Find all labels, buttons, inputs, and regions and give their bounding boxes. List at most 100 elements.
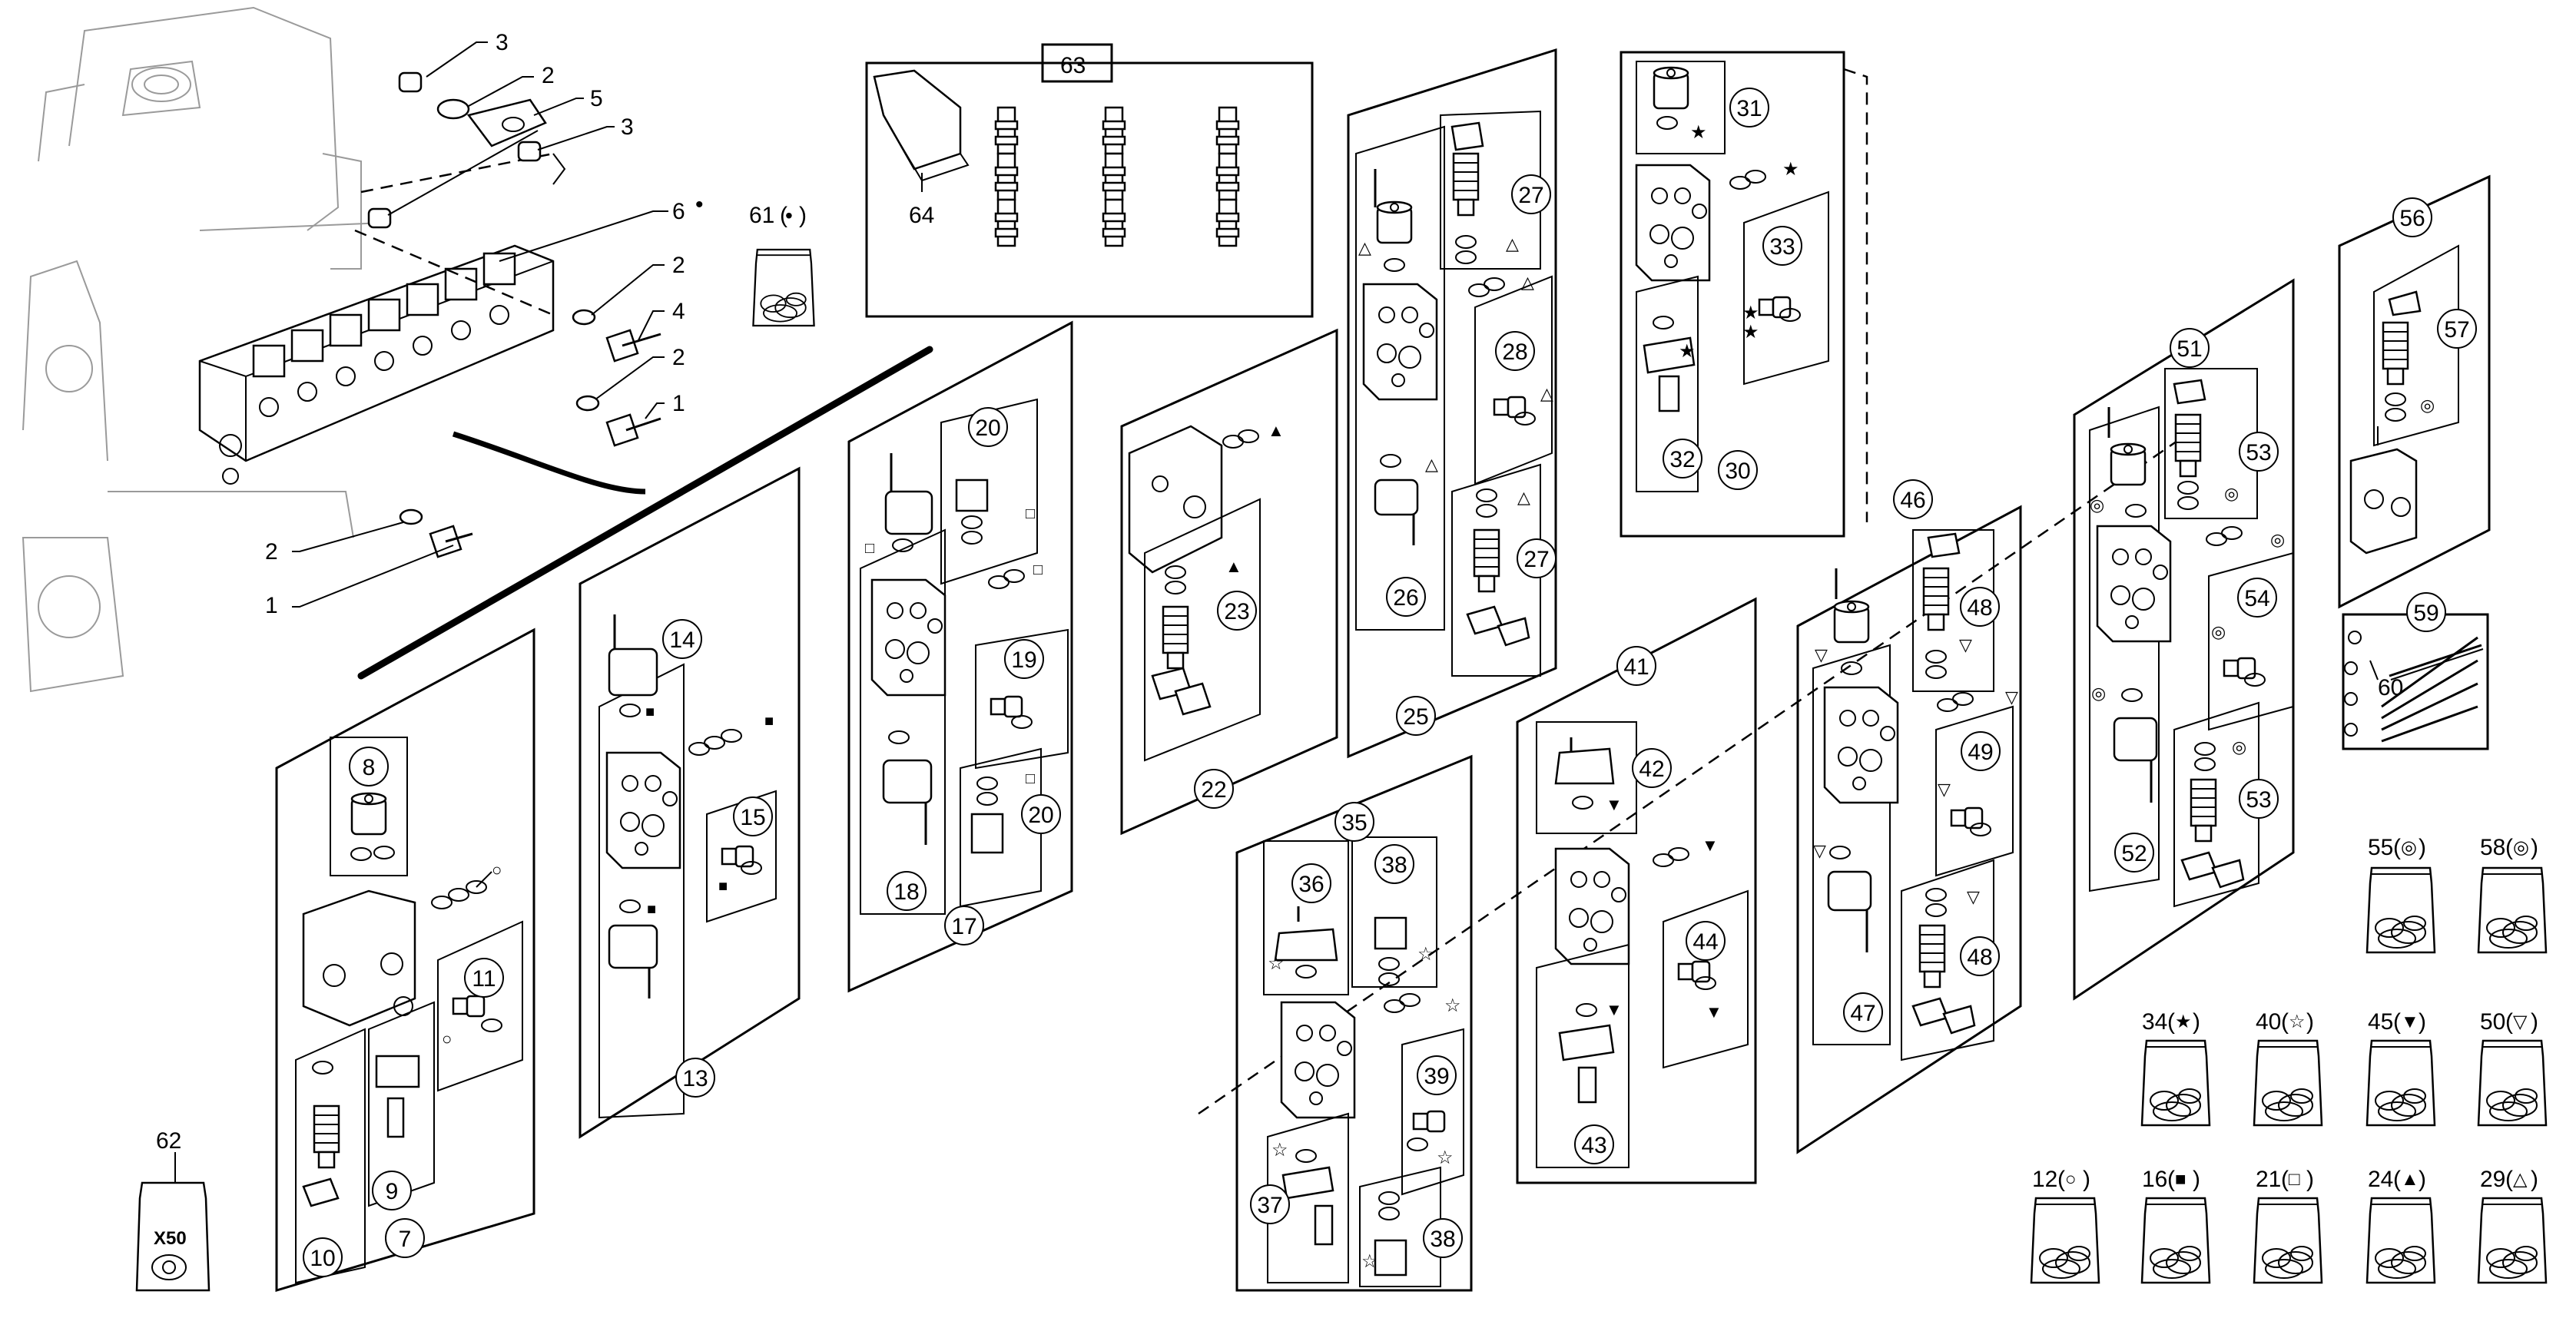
sym-ostar-d: ☆ <box>1437 1147 1454 1168</box>
callout-18: 18 <box>887 871 927 911</box>
svg-text:53: 53 <box>2246 440 2271 465</box>
kit-62-text: X50 <box>154 1228 187 1249</box>
kit-21-paren-close: ) <box>2306 1167 2314 1192</box>
bag-61-label: 61 <box>749 203 774 228</box>
svg-text:15: 15 <box>740 805 765 830</box>
callout-48b: 48 <box>1960 936 2000 976</box>
sym-spiral-c: ◎ <box>2270 530 2285 549</box>
svg-text:★: ★ <box>2175 1012 2192 1032</box>
sym-fdtri-d: ▼ <box>1606 1000 1623 1019</box>
svg-text:19: 19 <box>1011 647 1036 673</box>
svg-text:28: 28 <box>1502 339 1527 365</box>
callout-43: 43 <box>1574 1124 1614 1164</box>
svg-text:26: 26 <box>1393 585 1418 611</box>
callout-13: 13 <box>675 1058 715 1098</box>
callout-53a: 53 <box>2239 432 2279 472</box>
callout-17: 17 <box>944 906 984 945</box>
kit-bag-12: 12 ( ○ ) <box>2030 1167 2100 1284</box>
sym-otriangle-b: △ <box>1506 234 1519 253</box>
svg-text:49: 49 <box>1968 740 1993 765</box>
svg-text:33: 33 <box>1769 234 1795 260</box>
svg-text:46: 46 <box>1900 488 1925 513</box>
svg-text:16: 16 <box>2142 1167 2167 1192</box>
panel-section-46: ▽ ▽ ▽ ▽ ▽ ▽ 46 48 49 <box>1796 479 2022 1154</box>
callout-27b: 27 <box>1517 538 1557 578</box>
svg-text:□: □ <box>2289 1169 2300 1190</box>
panel-section-30: ★ ★ ★ ★ ★ 31 33 32 30 <box>1620 51 1868 538</box>
sym-odtri-a: ▽ <box>1815 645 1828 664</box>
sym-spiral-d: ◎ <box>2211 622 2226 641</box>
callout-14: 14 <box>662 619 702 659</box>
svg-text:☆: ☆ <box>2289 1012 2306 1032</box>
svg-text:39: 39 <box>1424 1064 1449 1089</box>
kit-50-paren-close: ) <box>2531 1009 2538 1035</box>
svg-text:29: 29 <box>2480 1167 2505 1192</box>
svg-text:18: 18 <box>893 879 919 905</box>
label-nut-mid: 3 <box>621 114 634 140</box>
svg-text:8: 8 <box>363 755 376 780</box>
sym-ostar-a: ☆ <box>1268 953 1285 974</box>
svg-text:20: 20 <box>1028 803 1053 828</box>
svg-text:10: 10 <box>310 1246 335 1271</box>
callout-27a: 27 <box>1511 174 1551 214</box>
svg-text:31: 31 <box>1736 96 1762 121</box>
seal-kit-bags: 55 ( ◎ ) 58 ( ◎ ) 34 ( ★ ) 40 ( ☆ ) <box>2030 835 2548 1284</box>
sym-otriangle-c: △ <box>1521 273 1534 292</box>
svg-text:13: 13 <box>682 1066 708 1091</box>
sym-spiral-e: ◎ <box>2091 684 2106 703</box>
callout-11: 11 <box>464 958 504 998</box>
callout-49: 49 <box>1961 731 2001 771</box>
sym-fdtri-c: ▼ <box>1706 1002 1722 1022</box>
label-washer-b: 2 <box>672 345 685 370</box>
bag-61-paren-open: ( <box>780 203 787 228</box>
sym-fstar-e: ★ <box>1679 341 1696 362</box>
callout-15: 15 <box>733 796 773 836</box>
sym-osquare-b: □ <box>1026 505 1035 522</box>
panel-section-17: □ □ □ □ 20 19 20 18 <box>847 320 1073 993</box>
svg-text:12: 12 <box>2032 1167 2057 1192</box>
svg-text:32: 32 <box>1669 447 1695 472</box>
sym-fstar-b: ★ <box>1782 159 1799 180</box>
sym-odtri-d: ▽ <box>1938 780 1951 799</box>
manual-label: 64 <box>909 203 934 228</box>
callout-42: 42 <box>1632 748 1672 788</box>
svg-text:14: 14 <box>669 628 695 653</box>
panel-section-41: ▼ ▼ ▼ ▼ 41 42 44 43 <box>1516 597 1757 1184</box>
callout-46: 46 <box>1893 479 1933 519</box>
callout-36: 36 <box>1291 863 1331 903</box>
svg-text:55: 55 <box>2368 835 2393 860</box>
sym-circle-b: ○ <box>442 1029 452 1048</box>
panel-section-22: ▲ ▲ 23 22 <box>1120 328 1338 836</box>
sym-fsquare-d: ■ <box>647 901 656 918</box>
svg-text:20: 20 <box>975 416 1000 441</box>
svg-text:41: 41 <box>1623 654 1649 680</box>
svg-text:42: 42 <box>1639 757 1664 782</box>
svg-text:27: 27 <box>1523 547 1549 572</box>
svg-text:36: 36 <box>1298 872 1324 897</box>
kit-55-paren: ( <box>2393 835 2401 860</box>
label-bolt-a: 4 <box>672 299 685 324</box>
svg-text:△: △ <box>2513 1169 2528 1190</box>
svg-text:48: 48 <box>1967 595 1992 621</box>
kit-34-paren: ( <box>2167 1009 2175 1035</box>
kit-40-paren-close: ) <box>2306 1009 2314 1035</box>
sym-osquare-d: □ <box>1026 770 1035 787</box>
callout-9: 9 <box>372 1171 412 1210</box>
sym-odtri-b: ▽ <box>1959 635 1972 654</box>
sym-otriangle-e: △ <box>1425 455 1438 474</box>
svg-text:◎: ◎ <box>2401 837 2417 858</box>
callout-35: 35 <box>1334 802 1374 842</box>
svg-text:40: 40 <box>2256 1009 2281 1035</box>
kit-29-paren: ( <box>2505 1167 2513 1192</box>
tie-rod-kit-59: 60 59 <box>2342 592 2489 750</box>
svg-text:38: 38 <box>1430 1227 1455 1252</box>
sym-fstar-c: ★ <box>1742 303 1759 323</box>
kit-bag-50: 50 ( ▽ ) <box>2477 1009 2548 1127</box>
kit-58-paren: ( <box>2505 835 2513 860</box>
main-assembly-leaders: 3 2 5 3 6 • 2 4 2 1 2 1 <box>265 30 704 618</box>
sym-fstar-d: ★ <box>1742 322 1759 343</box>
sym-spiral-f: ◎ <box>2232 737 2246 757</box>
callout-19: 19 <box>1004 639 1044 679</box>
kit-58-paren-close: ) <box>2531 835 2538 860</box>
